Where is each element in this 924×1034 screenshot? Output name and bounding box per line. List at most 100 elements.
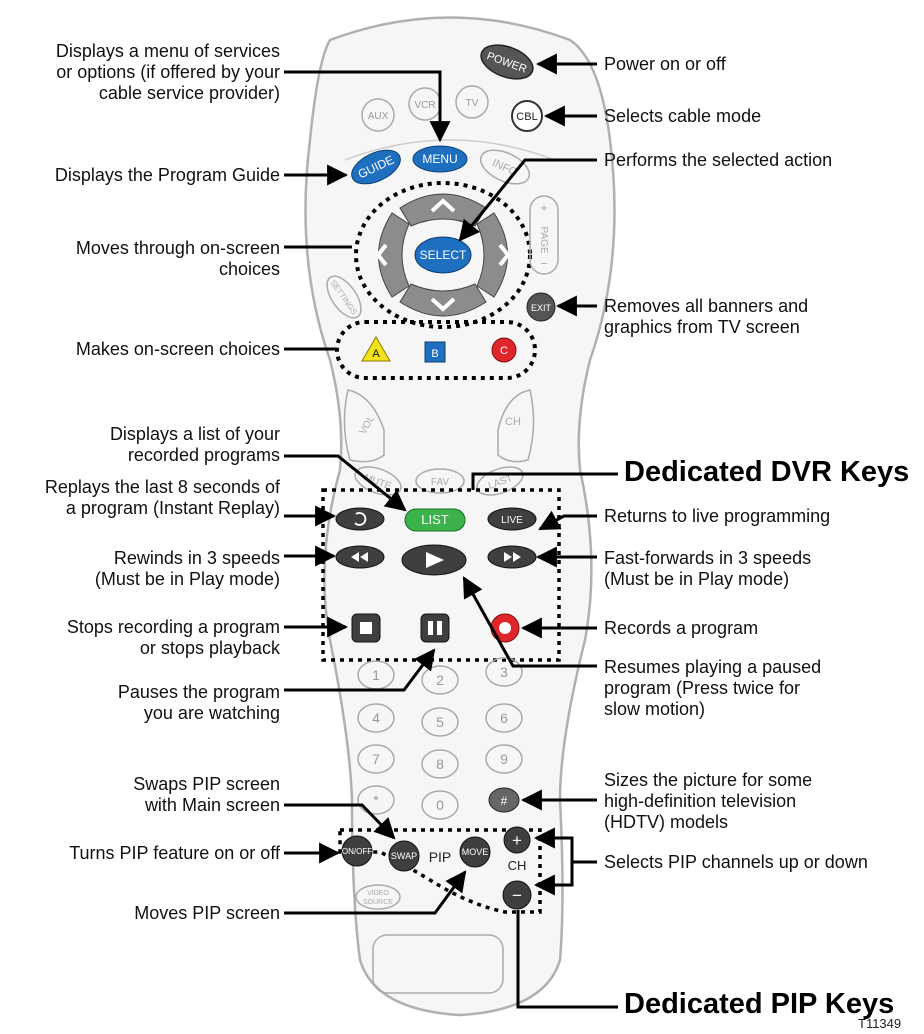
pip-swap-button[interactable]: SWAP	[388, 840, 420, 872]
svg-text:2: 2	[436, 672, 444, 688]
svg-text:SWAP: SWAP	[391, 851, 417, 861]
arrow-menu	[284, 70, 451, 143]
label-ff: Fast-forwards in 3 speeds (Must be in Pl…	[604, 548, 812, 589]
play-button[interactable]	[401, 544, 467, 576]
arrow-pipch-down	[533, 848, 574, 896]
bottom-pad	[372, 934, 504, 994]
fast-forward-icon	[504, 552, 521, 562]
label-rewind: Rewinds in 3 speeds (Must be in Play mod…	[94, 548, 280, 589]
pip-channel-down-button[interactable]: −	[502, 880, 532, 910]
star-button[interactable]: *	[357, 785, 395, 815]
channel-rocker[interactable]: CH	[497, 389, 535, 463]
label-exit: Removes all banners and graphics from TV…	[604, 296, 809, 337]
label-cbl: Selects cable mode	[604, 106, 762, 126]
svg-text:EXIT: EXIT	[531, 303, 552, 313]
heading-pip-keys: Dedicated PIP Keys	[624, 988, 895, 1020]
svg-text:LIVE: LIVE	[501, 515, 523, 526]
record-button[interactable]	[490, 613, 520, 643]
left-arrow-button[interactable]	[378, 212, 410, 298]
digit-7-button[interactable]: 7	[357, 744, 395, 774]
pip-ch-label: CH	[508, 858, 527, 873]
pip-move-button[interactable]: MOVE	[459, 836, 491, 868]
select-button[interactable]: SELECT	[414, 236, 472, 274]
arrow-live2	[538, 510, 597, 531]
pause-button[interactable]	[420, 613, 450, 643]
digit-2-button[interactable]: 2	[421, 665, 459, 695]
digit-6-button[interactable]: 6	[485, 703, 523, 733]
digit-8-button[interactable]: 8	[421, 749, 459, 779]
replay-icon	[354, 512, 367, 526]
fav-button[interactable]: FAV	[415, 468, 465, 494]
arrow-pause	[284, 648, 436, 692]
play-icon	[426, 552, 444, 568]
tv-button[interactable]: TV	[455, 85, 489, 119]
svg-text:*: *	[373, 792, 379, 808]
label-menu: Displays a menu of services or options (…	[55, 41, 280, 103]
digit-9-button[interactable]: 9	[485, 744, 523, 774]
label-swap: Swaps PIP screen with Main screen	[133, 774, 280, 815]
rewind-button[interactable]	[335, 545, 385, 569]
svg-text:VCR: VCR	[414, 100, 435, 111]
svg-text:MENU: MENU	[422, 152, 457, 166]
cbl-button[interactable]: CBL	[511, 100, 543, 132]
label-nav: Moves through on-screen choices	[75, 238, 280, 279]
digit-5-button[interactable]: 5	[421, 707, 459, 737]
right-arrow-button[interactable]	[476, 212, 508, 298]
callout-arrows-right	[458, 53, 618, 1009]
digit-4-button[interactable]: 4	[357, 703, 395, 733]
digit-0-button[interactable]: 0	[421, 790, 459, 820]
arrow-play	[462, 576, 597, 668]
label-live: Returns to live programming	[604, 506, 831, 526]
svg-text:5: 5	[436, 714, 444, 730]
svg-text:AUX: AUX	[368, 111, 389, 122]
arrow-select	[458, 158, 597, 242]
svg-text:+: +	[512, 831, 522, 850]
svg-text:6: 6	[500, 710, 508, 726]
svg-text:SELECT: SELECT	[420, 248, 467, 262]
arrow-dvr	[471, 472, 618, 490]
label-abc: Makes on-screen choices	[75, 339, 280, 359]
label-record: Records a program	[604, 618, 759, 638]
svg-text:VIDEO: VIDEO	[367, 890, 389, 897]
label-select: Performs the selected action	[604, 150, 833, 170]
menu-button[interactable]: MENU	[412, 145, 468, 173]
rewind-icon	[351, 552, 368, 562]
down-arrow-button[interactable]	[399, 283, 487, 317]
guide-button[interactable]: GUIDE	[347, 143, 406, 190]
svg-text:8: 8	[436, 756, 444, 772]
pip-on-off-button[interactable]: ON/OFF	[341, 835, 373, 867]
svg-text:MOVE: MOVE	[462, 847, 489, 857]
svg-text:A: A	[372, 348, 380, 360]
svg-text:9: 9	[500, 751, 508, 767]
pip-channel-up-button[interactable]: +	[503, 826, 531, 854]
fast-forward-button[interactable]	[487, 545, 537, 569]
svg-text:#: #	[501, 794, 508, 808]
c-button[interactable]: C	[491, 337, 517, 363]
svg-text:−: −	[512, 886, 522, 905]
power-button[interactable]: POWER	[476, 39, 537, 86]
svg-text:1: 1	[372, 667, 380, 683]
svg-text:LIST: LIST	[421, 512, 449, 527]
chevron-right-icon	[498, 243, 511, 267]
aux-button[interactable]: AUX	[361, 98, 395, 132]
label-pause: Pauses the program you are watching	[117, 682, 280, 723]
list-button[interactable]: LIST	[404, 508, 466, 532]
arrow-list	[284, 454, 407, 512]
stop-button[interactable]	[351, 613, 381, 643]
page-button[interactable]: PAGE+−	[529, 195, 559, 275]
hash-button[interactable]: #	[488, 787, 520, 813]
svg-text:CBL: CBL	[516, 111, 537, 123]
a-button[interactable]: A	[361, 336, 391, 362]
exit-button[interactable]: EXIT	[526, 292, 556, 322]
label-power: Power on or off	[604, 54, 726, 74]
b-button[interactable]: B	[424, 341, 446, 363]
label-hash: Sizes the picture for some high-definiti…	[604, 770, 813, 832]
replay-button[interactable]	[335, 507, 385, 531]
digit-3-button[interactable]: 3	[485, 657, 523, 687]
svg-text:+: +	[540, 200, 548, 215]
svg-text:TV: TV	[466, 98, 479, 109]
live-button[interactable]: LIVE	[487, 507, 537, 531]
